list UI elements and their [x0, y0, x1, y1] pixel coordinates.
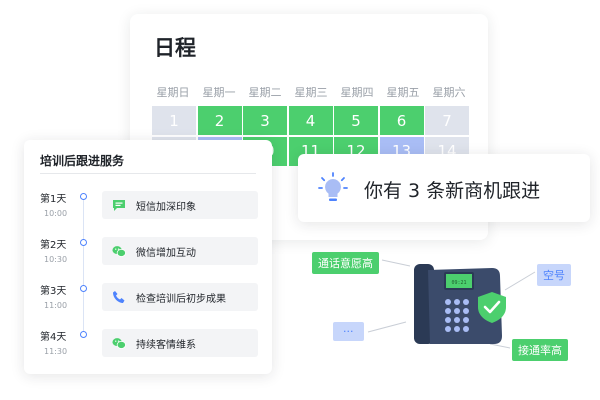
timeline-dot — [80, 193, 87, 200]
weekday-wed: 星期三 — [294, 86, 328, 99]
step-time: 10:00 — [44, 209, 68, 218]
followup-title: 培训后跟进服务 — [40, 154, 125, 168]
step-label: 短信加深印象 — [136, 201, 196, 213]
calendar-day[interactable]: 6 — [379, 106, 424, 135]
step-time: 11:30 — [44, 347, 68, 356]
weekday-sat: 星期六 — [432, 86, 466, 99]
timeline-line — [83, 198, 84, 338]
weekday-thu: 星期四 — [340, 86, 374, 99]
step-time: 10:30 — [44, 255, 68, 264]
step-time: 11:00 — [44, 301, 68, 310]
desk-phone-icon: 09:21 — [414, 264, 506, 344]
phone-icon — [112, 290, 126, 304]
phone-screen-text: 09:21 — [451, 280, 466, 286]
tag-more: ··· — [333, 322, 364, 341]
step-card-wechat[interactable]: 微信增加互动 — [102, 237, 258, 265]
calendar-day[interactable]: 3 — [243, 106, 287, 135]
followup-service-card: 培训后跟进服务 第1天 10:00 短信加深印象 第2天 10:30 微信增加互… — [24, 140, 272, 374]
timeline-step: 第4天 11:30 持续客情维系 — [24, 328, 272, 358]
step-day: 第4天 — [40, 332, 67, 343]
step-day: 第3天 — [40, 286, 67, 297]
timeline-dot — [80, 239, 87, 246]
weekday-fri: 星期五 — [386, 86, 420, 99]
step-label: 微信增加互动 — [136, 247, 196, 259]
lightbulb-icon — [318, 172, 348, 208]
timeline-dot — [80, 331, 87, 338]
calendar-day[interactable]: 5 — [334, 106, 378, 135]
tag-connect-rate-high: 接通率高 — [512, 339, 568, 361]
calendar-weekday-header: 星期日 星期一 星期二 星期三 星期四 星期五 星期六 — [150, 84, 472, 100]
wechat-icon — [112, 336, 126, 350]
weekday-mon: 星期一 — [202, 86, 236, 99]
step-day: 第2天 — [40, 240, 67, 251]
step-card-sms[interactable]: 短信加深印象 — [102, 191, 258, 219]
step-card-phone[interactable]: 检查培训后初步成果 — [102, 283, 258, 311]
timeline-step: 第2天 10:30 微信增加互动 — [24, 236, 272, 266]
tag-empty-number: 空号 — [537, 264, 571, 286]
sms-icon — [112, 198, 126, 212]
divider — [40, 173, 256, 174]
timeline-dot — [80, 285, 87, 292]
step-day: 第1天 — [40, 194, 67, 205]
weekday-tue: 星期二 — [248, 86, 282, 99]
timeline-step: 第3天 11:00 检查培训后初步成果 — [24, 282, 272, 312]
new-opportunity-notification[interactable]: 你有 3 条新商机跟进 — [298, 154, 590, 222]
calendar-day[interactable]: 1 — [152, 106, 196, 135]
desk-phone-illustration: 09:21 — [400, 252, 518, 352]
calendar-day[interactable]: 7 — [425, 106, 469, 135]
step-label: 检查培训后初步成果 — [136, 293, 226, 305]
calendar-day[interactable]: 4 — [288, 106, 333, 135]
weekday-sun: 星期日 — [156, 86, 190, 99]
notification-message: 你有 3 条新商机跟进 — [364, 180, 541, 202]
calendar-title: 日程 — [154, 36, 196, 60]
calendar-day[interactable]: 2 — [197, 106, 242, 135]
tag-call-intent-high: 通话意愿高 — [312, 252, 379, 274]
step-label: 持续客情维系 — [136, 339, 196, 351]
wechat-icon — [112, 244, 126, 258]
timeline-step: 第1天 10:00 短信加深印象 — [24, 190, 272, 220]
step-card-wechat[interactable]: 持续客情维系 — [102, 329, 258, 357]
